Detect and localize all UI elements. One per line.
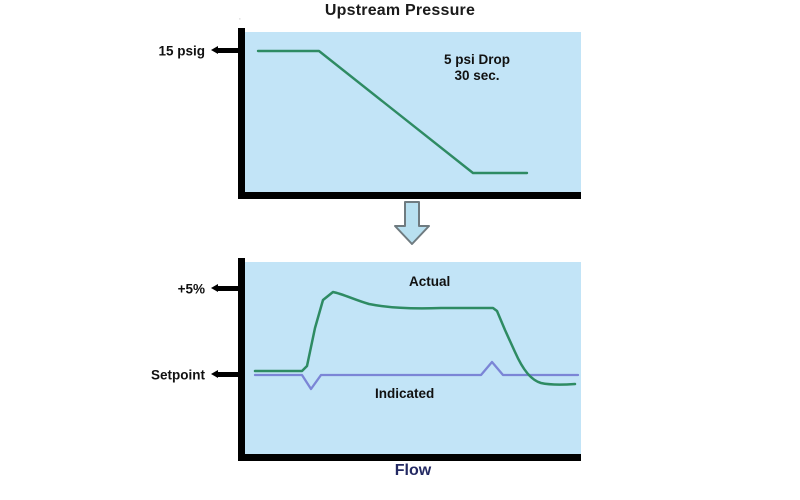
flow-traces [245,262,581,454]
y-tick-label-15-psig: 15 psig [158,43,205,58]
x-axis-label-flow: Flow [394,462,432,479]
chart-flow-response: +5% Setpoint Actual Indicated [151,258,581,461]
y-axis-flow [238,258,245,458]
indicated-flow-trace [255,362,578,389]
upstream-pressure-trace [245,32,581,192]
series-label-indicated: Indicated [375,386,435,401]
chart-upstream-pressure: 15 psig 5 psi Drop 30 sec. [158,28,581,199]
x-axis-upstream [238,192,581,199]
pressure-drop-annotation: 5 psi Drop 30 sec. [443,52,510,83]
actual-flow-trace [255,292,575,385]
y-tick-setpoint: Setpoint [151,367,239,382]
x-axis-flow [238,454,581,461]
stray-speck-mark: · [238,13,242,25]
plot-area-upstream [245,32,581,192]
y-tick-label-plus-5-percent: +5% [177,281,205,296]
y-tick-label-setpoint: Setpoint [151,367,205,382]
series-label-actual: Actual [409,274,451,289]
y-tick-15-psig: 15 psig [158,43,239,58]
y-axis-upstream [238,28,245,196]
page-title: Upstream Pressure [324,2,476,19]
y-tick-plus-5-percent: +5% [178,281,239,296]
down-arrow-icon [394,201,430,245]
plot-area-flow [245,262,581,454]
